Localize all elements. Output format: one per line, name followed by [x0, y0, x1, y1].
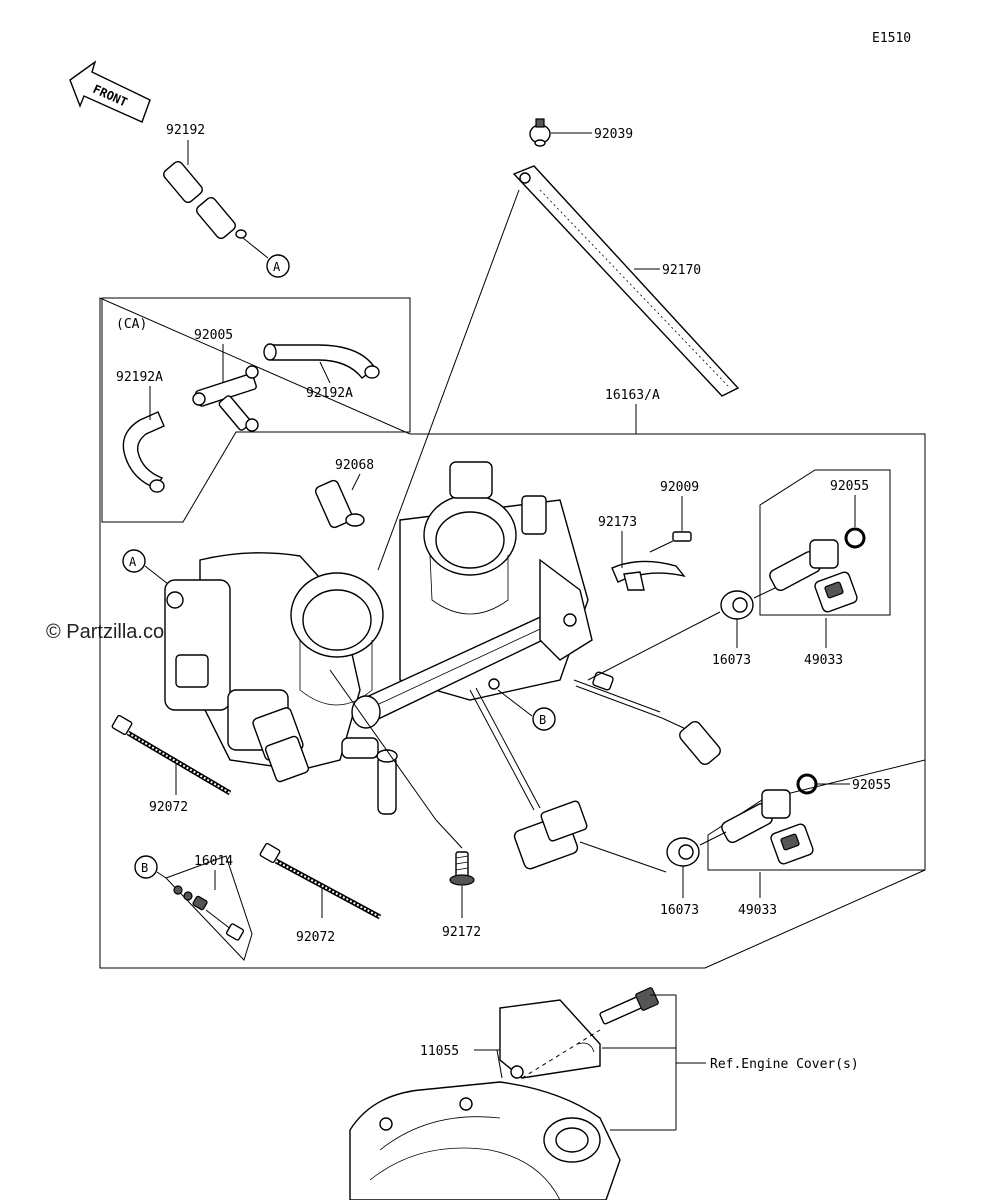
- label-92173[interactable]: 92173: [598, 515, 637, 530]
- box-16014: [165, 855, 253, 961]
- part-92009-screw[interactable]: [649, 531, 692, 553]
- callout-b-bottom: B: [134, 855, 158, 879]
- label-92192a-left[interactable]: 92192A: [116, 370, 163, 385]
- callout-a-top: A: [266, 254, 290, 278]
- part-16073-grommet-bottom[interactable]: [666, 837, 700, 867]
- label-16073-top[interactable]: 16073: [712, 653, 751, 668]
- watermark: © Partzilla.com: [46, 621, 181, 643]
- callout-a-mid: A: [122, 549, 146, 573]
- part-92173-clamp[interactable]: [611, 560, 686, 591]
- label-92039[interactable]: 92039: [594, 127, 633, 142]
- label-92172[interactable]: 92172: [442, 925, 481, 940]
- label-49033-bottom[interactable]: 49033: [738, 903, 777, 918]
- label-16014[interactable]: 16014: [194, 854, 233, 869]
- label-49033-top[interactable]: 49033: [804, 653, 843, 668]
- main-assembly-box: [99, 297, 926, 969]
- label-92009[interactable]: 92009: [660, 480, 699, 495]
- label-92055-top[interactable]: 92055: [830, 479, 869, 494]
- part-92005-t-fitting[interactable]: [192, 365, 259, 432]
- engine-cover: [349, 1081, 621, 1200]
- svg-text:A: A: [273, 260, 281, 274]
- part-92055-oring-bottom[interactable]: [796, 773, 818, 795]
- label-16073-bottom[interactable]: 16073: [660, 903, 699, 918]
- part-92192-hose[interactable]: [162, 160, 247, 241]
- svg-text:B: B: [141, 861, 148, 875]
- part-92055-oring-top[interactable]: [844, 527, 866, 549]
- part-92192a-hose-left[interactable]: [122, 411, 165, 493]
- label-92170[interactable]: 92170: [662, 263, 701, 278]
- svg-text:A: A: [129, 555, 137, 569]
- part-92072-cable-tie-mid[interactable]: [259, 842, 382, 920]
- ref-engine-cover-label[interactable]: Ref.Engine Cover(s): [710, 1057, 859, 1072]
- label-11055[interactable]: 11055: [420, 1044, 459, 1059]
- part-92170-strap[interactable]: [512, 165, 740, 397]
- callout-b-mid: B: [532, 707, 556, 731]
- label-92005[interactable]: 92005: [194, 328, 233, 343]
- front-arrow-icon: FRONT: [69, 60, 151, 123]
- part-92072-cable-tie-left[interactable]: [111, 714, 232, 796]
- diagram-code: E1510: [872, 31, 911, 46]
- label-92072-left[interactable]: 92072: [149, 800, 188, 815]
- part-16014-screw-set[interactable]: [173, 885, 245, 941]
- label-16163a[interactable]: 16163/A: [605, 388, 660, 403]
- part-92172-screw[interactable]: [449, 851, 475, 886]
- throttle-body-assembly[interactable]: [164, 461, 723, 870]
- ca-box: [101, 297, 411, 523]
- part-49033-injector-bottom[interactable]: [720, 789, 815, 865]
- part-92192a-hose-right[interactable]: [263, 343, 380, 379]
- part-11055-bracket[interactable]: [499, 999, 601, 1079]
- label-92192[interactable]: 92192: [166, 123, 205, 138]
- engine-cover-bolt: [599, 987, 659, 1025]
- label-92192a-right[interactable]: 92192A: [306, 386, 353, 401]
- label-92055-bottom[interactable]: 92055: [852, 778, 891, 793]
- svg-text:B: B: [539, 713, 546, 727]
- part-16073-grommet-top[interactable]: [720, 590, 754, 620]
- part-92068-spacer[interactable]: [314, 479, 365, 529]
- ca-label: (CA): [116, 317, 147, 332]
- injector-box-top: [759, 469, 891, 616]
- part-49033-injector-top[interactable]: [768, 539, 859, 613]
- label-92072-mid[interactable]: 92072: [296, 930, 335, 945]
- label-92068[interactable]: 92068: [335, 458, 374, 473]
- part-92039-grommet[interactable]: [529, 118, 551, 147]
